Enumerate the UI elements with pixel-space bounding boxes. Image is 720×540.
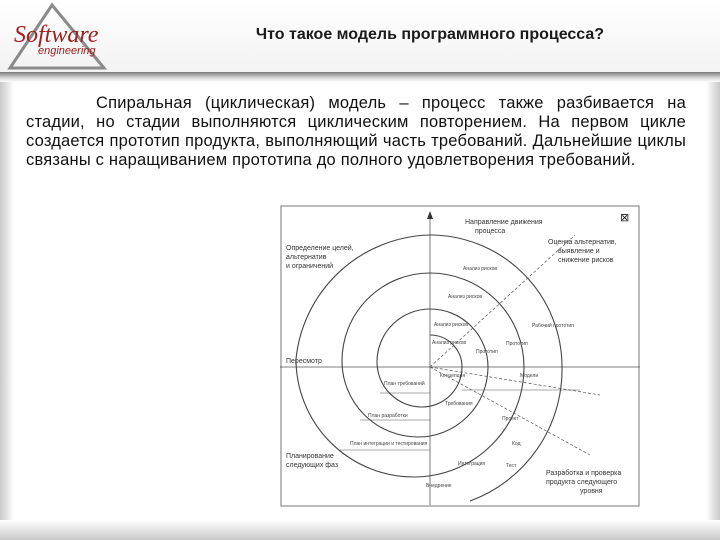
close-icon[interactable]: ⊠ [620, 211, 629, 224]
quadrant-risks-line3: снижение рисков [558, 257, 614, 264]
diagram-frame [280, 205, 640, 507]
spiral-turn-1 [376, 308, 463, 408]
inner-label-requirements: Требования [445, 401, 473, 407]
paragraph-text: Спиральная (циклическая) модель – процес… [26, 94, 686, 169]
inner-label-req-plan: План требований [384, 380, 425, 387]
radial-risk-line [429, 234, 576, 368]
inner-label-integration: Интеграция [458, 461, 485, 467]
body-paragraph: Спиральная (циклическая) модель – процес… [26, 94, 686, 170]
risk-analysis-2: Анализ рисков [434, 322, 468, 328]
bottom-shadow [0, 520, 720, 540]
prototype-2: Прототип [506, 341, 528, 347]
right-shadow [706, 82, 720, 540]
inner-label-test: Тест [506, 463, 517, 469]
quadrant-dev-line2: продукта следующего [546, 479, 617, 486]
risk-analysis-1: Анализ рисков [432, 340, 466, 346]
inner-label-code: Код [512, 441, 521, 447]
model-label: Модели [520, 373, 538, 379]
direction-label-line2: процесса [475, 228, 505, 235]
quadrant-dev-line3: уровня [580, 488, 603, 495]
software-engineering-logo: Software engineering [7, 2, 108, 70]
quadrant-planning-line2: следующих фаз [286, 462, 338, 469]
risk-analysis-4: Анализ рисков [463, 266, 497, 272]
logo-word-engineering: engineering [38, 45, 96, 57]
quadrant-risks-line2: выявление и [558, 248, 600, 255]
inner-label-int-plan: План интеграции и тестирования [350, 441, 428, 447]
prototype-working: Рабочий прототип [532, 322, 574, 329]
slide-header [0, 0, 720, 74]
review-label: Пересмотр [286, 358, 322, 365]
left-shadow [0, 82, 14, 540]
radial-dev-line [429, 366, 591, 456]
quadrant-risks-line1: Оценка альтернатив, [548, 239, 617, 246]
logo-triangle [7, 2, 108, 70]
prototype-1: Прототип [476, 349, 498, 355]
quadrant-goals-line1: Определение целей, [286, 244, 354, 252]
risk-radials [429, 234, 601, 456]
slide-title: Что такое модель программного процесса? [255, 26, 605, 43]
spiral-turn-3 [295, 234, 525, 478]
inner-label-concept: Концепция [440, 373, 465, 379]
spiral-curves [295, 234, 563, 502]
spiral-model-diagram: Направление движения процесса Определени… [280, 205, 640, 507]
quadrant-goals-line3: и ограничений [286, 262, 333, 270]
direction-label-line1: Направление движения [465, 219, 543, 226]
quadrant-dev-line1: Разработка и проверка [546, 469, 621, 477]
direction-arrow-icon [427, 211, 433, 219]
spiral-turn-4 [429, 234, 563, 502]
inner-label-deploy: Внедрение [426, 483, 452, 489]
logo-word-software: Software [14, 22, 99, 48]
header-divider [0, 72, 720, 82]
quadrant-planning-line1: Планирование [286, 453, 334, 460]
inner-label-dev-plan: План разработки [368, 413, 408, 419]
radial-model-line [429, 366, 601, 396]
risk-analysis-3: Анализ рисков [448, 294, 482, 300]
inner-label-design: Проект [502, 416, 519, 422]
spiral-turn-2 [341, 272, 489, 438]
quadrant-goals-line2: альтернатив [286, 254, 327, 261]
spiral-ticks [340, 389, 580, 451]
